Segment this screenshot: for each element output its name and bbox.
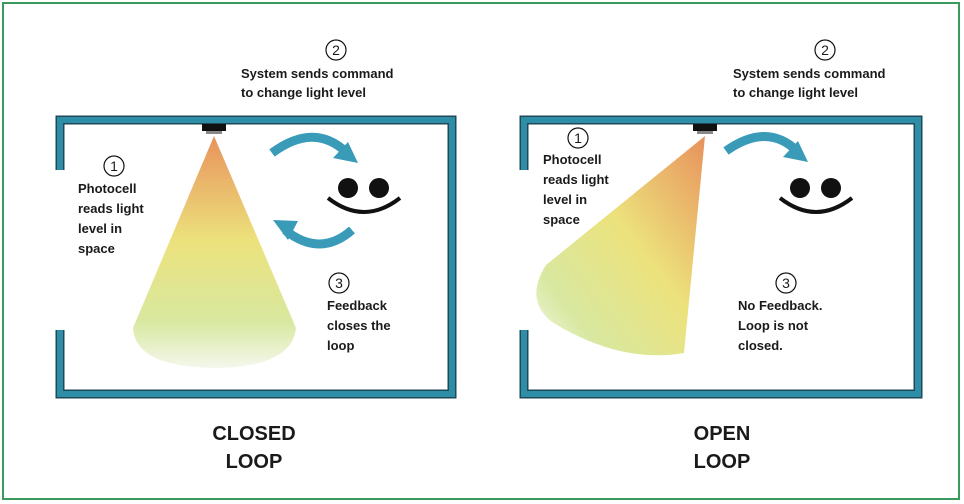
light-beam [133,136,296,368]
step-1-number: 1 [110,158,118,174]
step-2-line-1: System sends command [733,66,886,81]
step-3-line-2: Loop is not [738,318,809,333]
step-2-line-1: System sends command [241,66,394,81]
step-2-marker [325,39,347,61]
step-3-number: 3 [335,275,343,291]
closed-loop-panel: 2 System sends command to change light l… [55,39,457,473]
light-fixture [202,124,226,131]
step-1-line-3: level in [543,192,587,207]
step-1-marker [103,155,125,177]
feedback-arrow-icon [282,226,355,249]
step-1-marker [567,127,589,149]
step-1-line-2: reads light [543,172,609,187]
step-3-marker [775,272,797,294]
command-arrow-icon [269,132,350,157]
command-arrow-icon [723,132,801,155]
step-1-line-1: Photocell [543,152,602,167]
step-2-marker [814,39,836,61]
step-3-line-3: loop [327,338,354,353]
light-fixture [693,124,717,131]
step-1-number: 1 [574,130,582,146]
step-3-line-1: Feedback [327,298,388,313]
step-3-number: 3 [782,275,790,291]
open-loop-caption-line-1: OPEN [694,423,751,445]
open-loop-caption-line-2: LOOP [694,451,751,473]
open-loop-panel: 2 System sends command to change light l… [519,39,923,473]
step-1-line-1: Photocell [78,181,137,196]
step-2-number: 2 [821,42,829,58]
light-beam [536,136,705,356]
step-2-number: 2 [332,42,340,58]
closed-loop-caption-line-1: CLOSED [212,423,295,445]
step-3-marker [328,272,350,294]
step-3-line-2: closes the [327,318,391,333]
controller-smile-icon [326,178,402,214]
controller-smile-icon [778,178,854,214]
step-3-line-3: closed. [738,338,783,353]
step-1-line-2: reads light [78,201,144,216]
step-1-line-4: space [543,212,580,227]
step-1-line-4: space [78,241,115,256]
step-2-line-2: to change light level [241,85,366,100]
step-2-line-2: to change light level [733,85,858,100]
step-3-line-1: No Feedback. [738,298,823,313]
closed-loop-caption-line-2: LOOP [226,451,283,473]
step-1-line-3: level in [78,221,122,236]
